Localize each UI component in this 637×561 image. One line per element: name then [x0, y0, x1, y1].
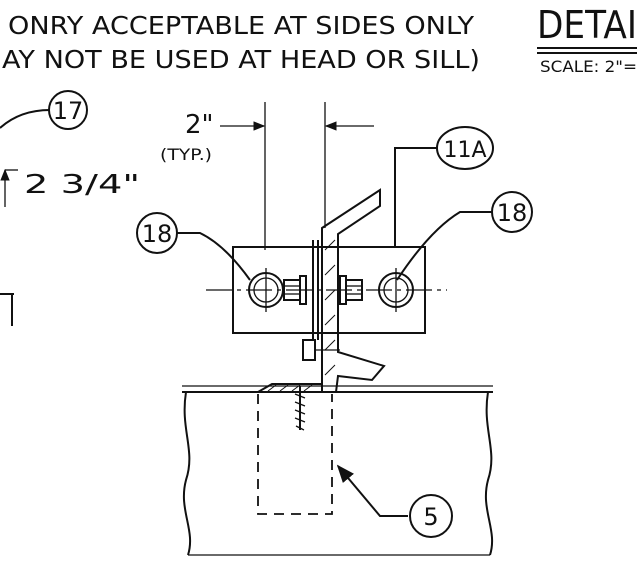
sill-right-break	[484, 391, 494, 556]
note-line-2: AY NOT BE USED AT HEAD OR SILL)	[2, 45, 480, 74]
angle-hatch-4	[324, 314, 336, 326]
callout-11a-circle	[436, 126, 494, 170]
base-flange	[254, 383, 323, 393]
nut-right	[345, 279, 363, 301]
angle-profile	[321, 188, 386, 393]
angle-hatch-6	[324, 364, 336, 376]
callout-5-label: 5	[423, 503, 438, 531]
callout-17-circle	[48, 90, 88, 130]
lower-bolt-nut	[302, 339, 316, 361]
washer-left	[299, 275, 307, 305]
callout-17-leader	[0, 109, 51, 129]
anchor-screw-threads	[294, 393, 306, 431]
angle-hatch-5	[324, 339, 336, 351]
angle-hatch-1	[324, 239, 336, 251]
callout-18-left-label: 18	[142, 220, 173, 248]
spacing-dimension: 2"	[185, 110, 214, 140]
detail-scale: SCALE: 2"=	[540, 57, 637, 76]
callout-18-right-label: 18	[497, 199, 528, 227]
sill-left-break	[182, 391, 192, 556]
note-line-1: ONRY ACCEPTABLE AT SIDES ONLY	[8, 11, 475, 40]
detail-title: DETAI	[537, 3, 637, 47]
spacing-note: (TYP.)	[160, 145, 212, 164]
callout-5-circle	[409, 494, 453, 538]
callout-5-leader	[336, 464, 408, 517]
height-dimension: 2 3/4"	[24, 170, 140, 200]
callout-18-left-leader	[177, 232, 251, 281]
callout-17-label: 17	[53, 97, 84, 125]
anchor-sleeve-outline	[257, 394, 333, 515]
callout-11a-leader	[394, 147, 438, 246]
angle-hatch-2	[324, 264, 336, 276]
angle-hatch-3	[324, 289, 336, 301]
callout-11a-label: 11A	[443, 138, 486, 163]
callout-18-right-leader	[396, 211, 492, 281]
